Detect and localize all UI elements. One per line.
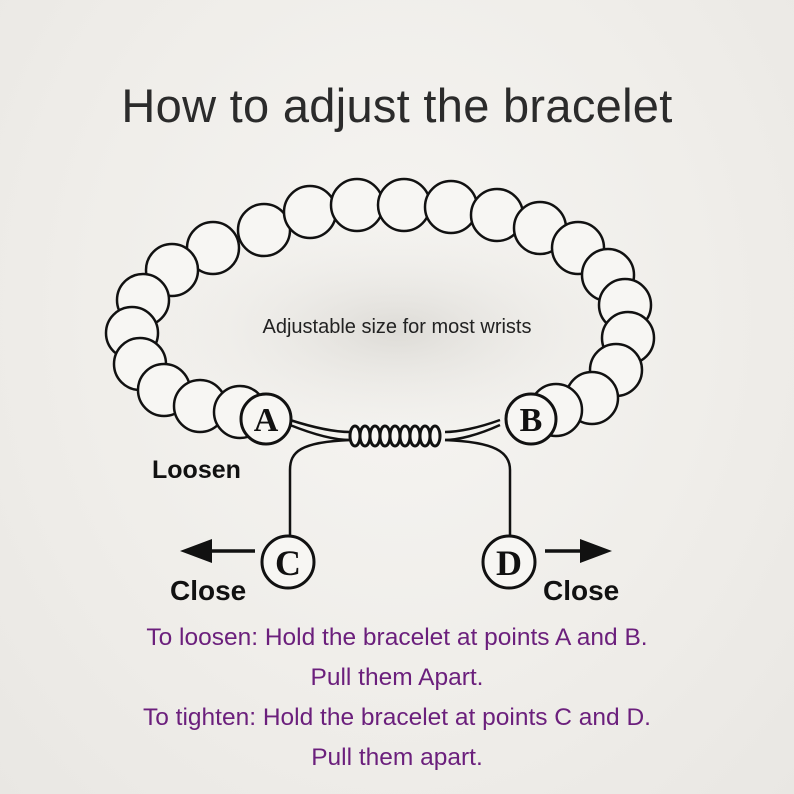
loosen-label: Loosen (152, 456, 241, 484)
point-d-label: D (496, 543, 522, 583)
left-arrow-icon (180, 539, 255, 563)
point-b-label: B (520, 402, 543, 439)
knot-coil (428, 424, 442, 448)
bead (376, 177, 432, 233)
cord-to-d (444, 438, 512, 538)
tighten-instruction-line2: Pull them apart. (311, 744, 483, 771)
cord-a (289, 418, 351, 434)
cord-to-c (288, 438, 351, 538)
point-c-label: C (275, 543, 301, 583)
loosen-instruction-line2: Pull them Apart. (310, 664, 484, 691)
right-arrow-icon (545, 539, 612, 563)
sliding-knot (348, 424, 442, 448)
cord-b (444, 418, 501, 434)
bead (282, 184, 338, 240)
instructions: To loosen: Hold the bracelet at points A… (0, 618, 794, 778)
close-left-label: Close (170, 575, 246, 606)
bead (329, 177, 385, 233)
bracelet-shadow (137, 210, 657, 450)
tighten-instruction-line1: To tighten: Hold the bracelet at points … (143, 704, 651, 731)
bead (236, 202, 292, 258)
point-c[interactable]: C (260, 534, 316, 590)
close-right-label: Close (543, 575, 619, 606)
point-a-label: A (254, 402, 279, 439)
point-d[interactable]: D (481, 534, 537, 590)
loosen-instruction-line1: To loosen: Hold the bracelet at points A… (146, 624, 648, 651)
point-b[interactable]: B (504, 392, 558, 446)
point-a[interactable]: A (239, 392, 293, 446)
bead (423, 179, 479, 235)
caption: Adjustable size for most wrists (263, 316, 532, 338)
page-title: How to adjust the bracelet (121, 79, 673, 132)
bead-ring (104, 177, 656, 440)
